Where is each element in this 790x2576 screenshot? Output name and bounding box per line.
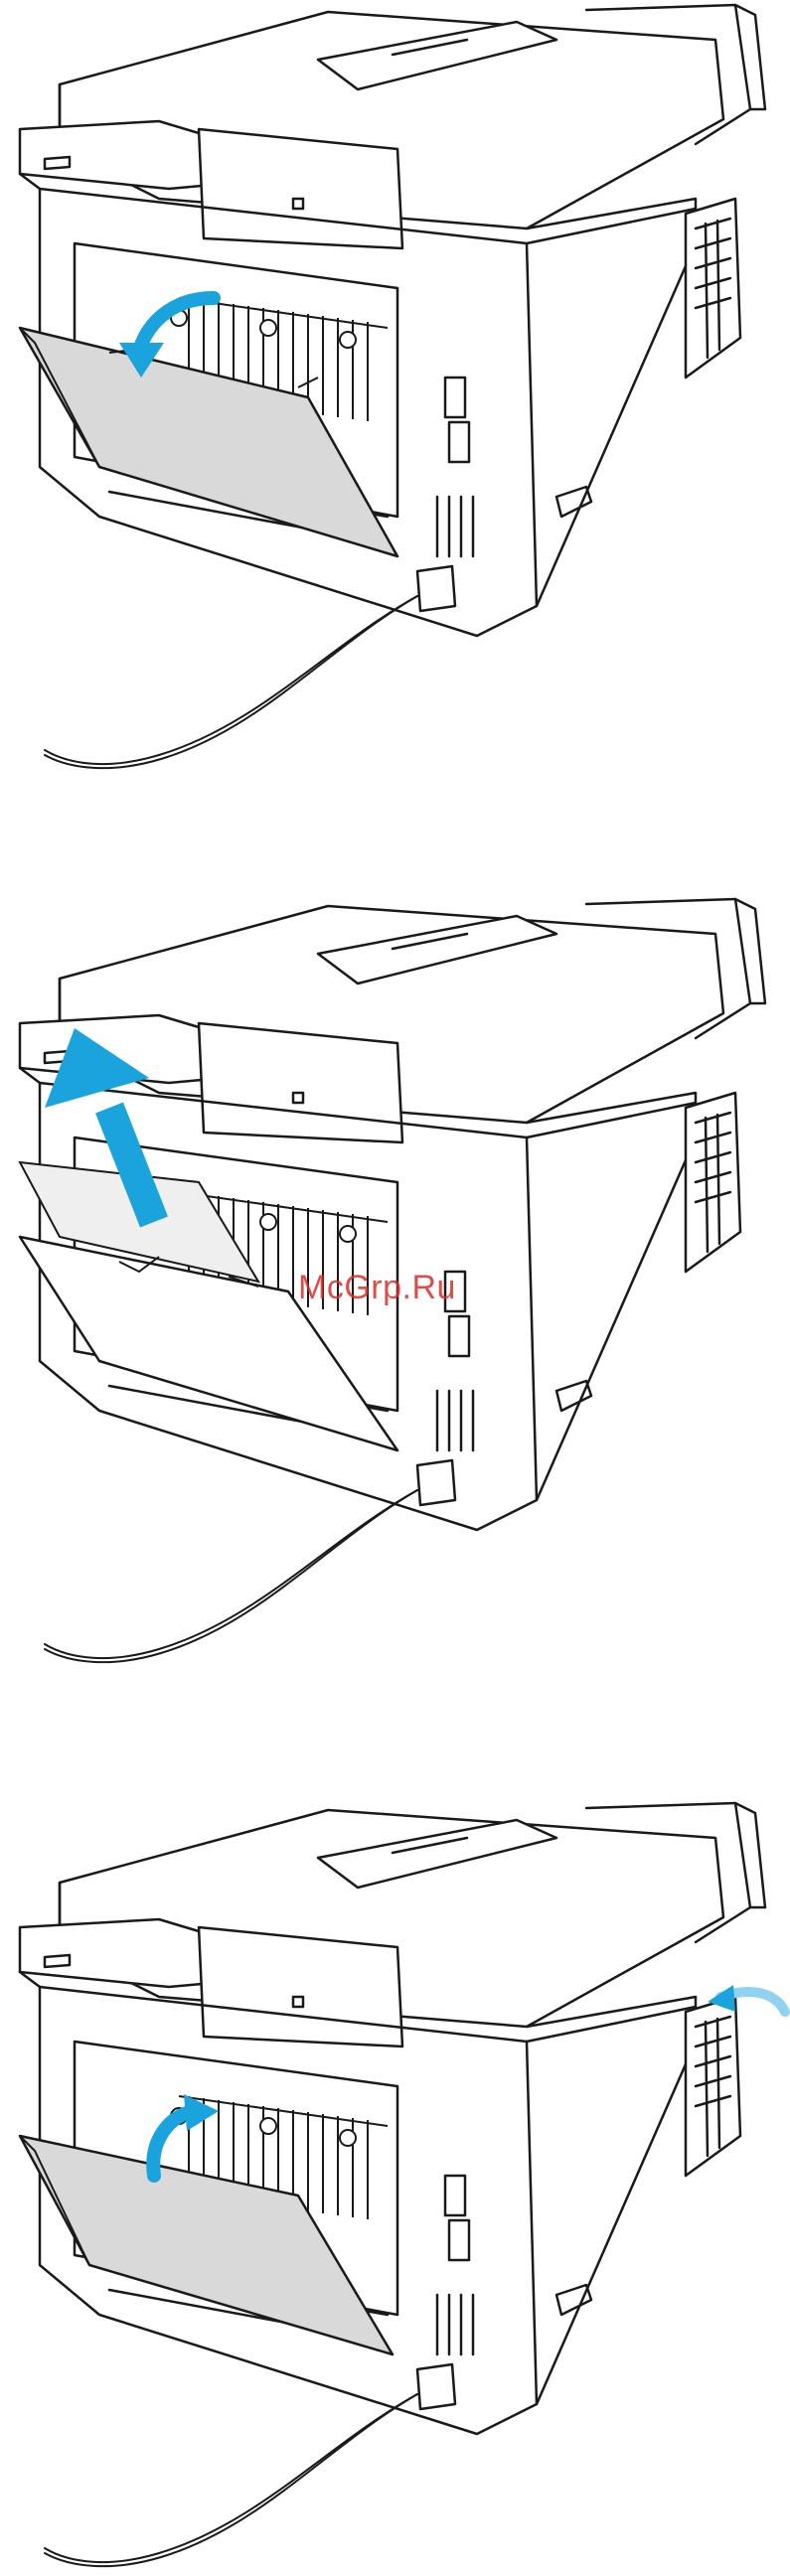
step-open-rear-door [0,0,790,785]
step-close-rear-door [0,1798,790,2576]
watermark: McGrp.Ru [298,1269,456,1307]
printer-illustration [0,0,790,785]
printer-illustration [0,1798,790,2576]
